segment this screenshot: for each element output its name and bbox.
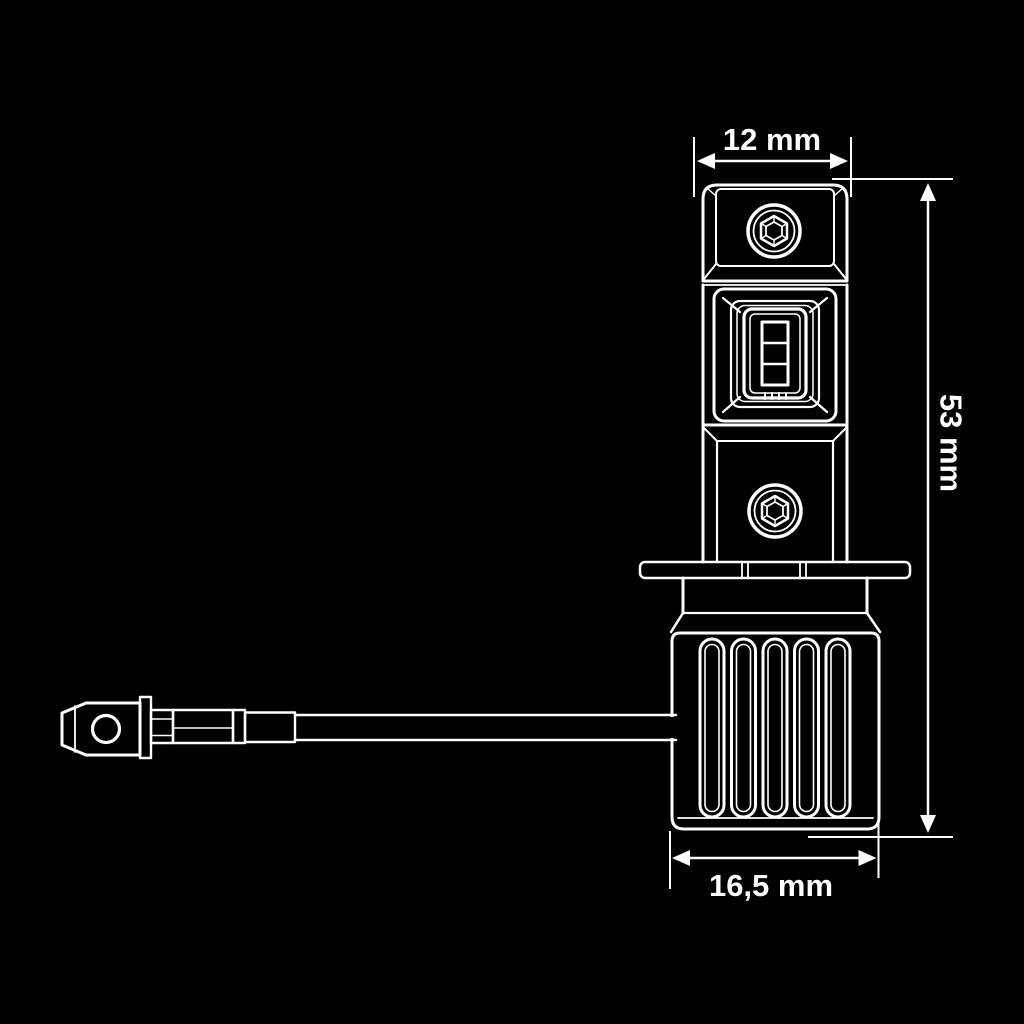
top-cap-outline [701,183,849,283]
arrow-left-icon [697,153,715,169]
bulb-collar [669,576,882,634]
top-cap-corner-lines [706,187,844,197]
bulb-top-cap [701,183,849,286]
heat-sink-fins [698,637,852,819]
flange-outline [638,560,912,580]
top-cap-bevel-lines [703,263,847,280]
screw-inner-ring [753,489,797,533]
fin-slot-inner [767,643,783,813]
fin-slot-inner [735,643,752,813]
fin-slot-inner [798,643,815,813]
fin-slot-inner [830,643,846,813]
fin-slot [698,637,726,819]
extension-lines [808,178,953,838]
terminal-lug-outline [60,701,142,757]
led-chip-column [760,320,790,387]
power-wire [149,708,678,745]
arrow-left-icon [672,850,690,866]
lower-inner-walls [715,439,835,564]
arrow-down-icon [920,815,936,833]
hex-screw-bottom-icon [747,483,803,539]
dimension-right-height: 53 mm [808,178,969,838]
lower-bevel-lines [702,426,848,442]
heat-sink [664,631,881,831]
led-chip-window [701,283,849,427]
fin-slot [793,637,820,819]
hex-screw-top-icon [746,203,802,259]
heat-sink-outline [670,631,881,831]
extension-lines [693,137,852,197]
mounting-flange [638,560,912,580]
arrow-right-icon [830,153,848,169]
dimension-label-bottom-width: 16,5 mm [709,868,833,903]
top-cap-face [715,188,835,267]
wire-entry-gap [664,717,676,738]
crimp-wing-lines [150,718,174,737]
dimension-bottom-width: 16,5 mm [669,820,880,903]
wire-lines [293,713,678,742]
window-frame-inner [742,307,808,400]
arrow-up-icon [920,183,936,201]
window-frame-mid [729,299,821,409]
screw-inner-ring [752,209,796,253]
hex-facet-lines [760,215,788,247]
extension-lines [669,820,880,889]
dimension-label-right-height: 53 mm [934,394,969,492]
fin-slot-inner [704,643,720,813]
dimension-top-width: 12 mm [693,122,852,197]
lower-outer-walls [701,425,849,564]
spade-terminal [60,695,153,760]
led-chip-dividers [760,341,790,366]
terminal-hole [90,713,122,745]
window-frame-innermost [749,313,801,394]
window-bottom-pins [764,392,787,400]
screw-outer-ring [747,483,803,539]
led-bulb-outline [60,183,912,831]
bulb-lower-body [701,425,849,564]
collar-sides [681,576,869,615]
fin-slot [824,637,852,819]
mid-section-sides [701,283,849,427]
dimension-label-top-width: 12 mm [723,122,821,157]
arrow-right-icon [858,850,877,866]
collar-bevel-lines [669,611,882,634]
window-frame-outer [712,287,838,423]
fin-slot [730,637,757,819]
screw-outer-ring [746,203,802,259]
flange-tab-marks [741,561,807,579]
hex-facet-lines [761,495,789,527]
window-frame-mid2 [736,304,814,403]
fin-slot [761,637,789,819]
